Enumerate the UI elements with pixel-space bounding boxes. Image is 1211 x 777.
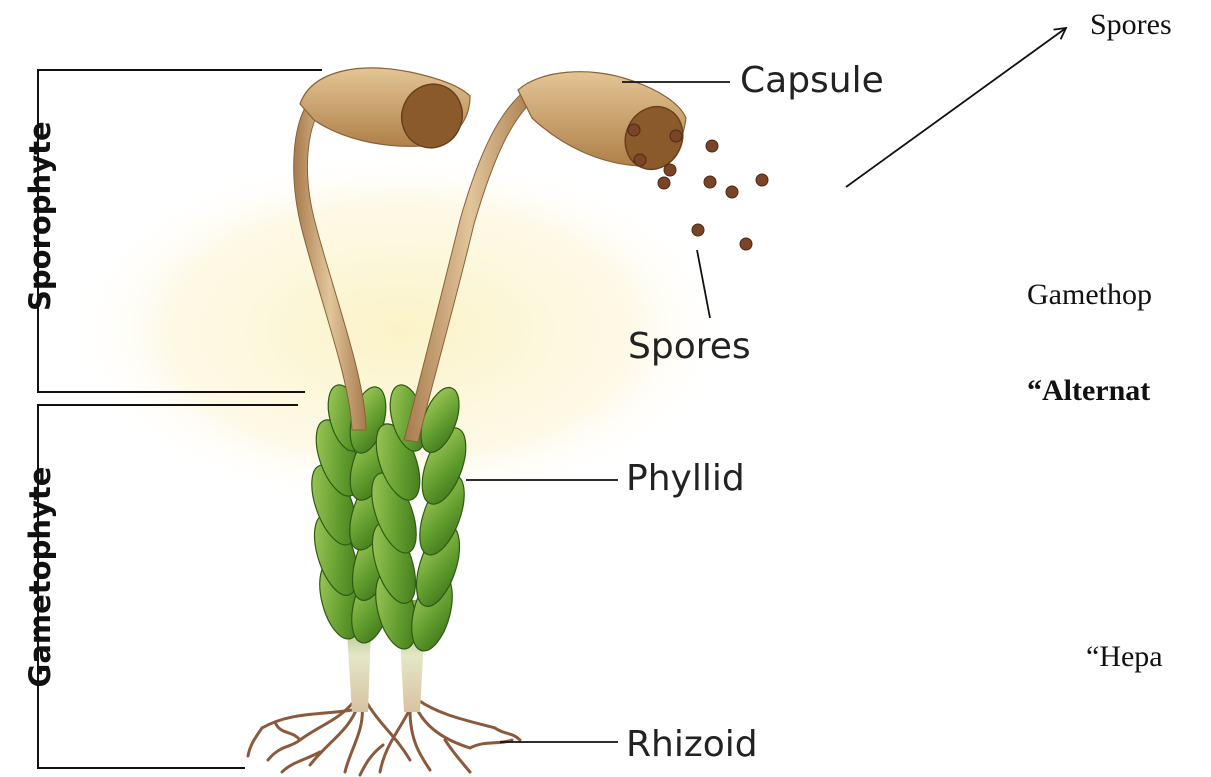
- capsule-label: Capsule: [740, 60, 884, 101]
- alternation-text: “Alternat: [1027, 374, 1150, 408]
- phyllid-label: Phyllid: [626, 458, 745, 499]
- hepa-text: “Hepa: [1086, 640, 1163, 674]
- spores-label: Spores: [628, 326, 751, 367]
- capsule-left: [300, 68, 471, 156]
- rhizoids: [248, 700, 520, 775]
- spores-arrow-label: Spores: [1090, 8, 1172, 42]
- rhizoid-label: Rhizoid: [626, 724, 758, 765]
- sporophyte-label: Sporophyte: [23, 151, 57, 311]
- spores-arrow: [846, 28, 1066, 187]
- capsule-right: [518, 72, 693, 179]
- gametophyte-label: Gametophyte: [23, 452, 57, 702]
- gametophyte-note-text: Gamethop: [1027, 278, 1152, 312]
